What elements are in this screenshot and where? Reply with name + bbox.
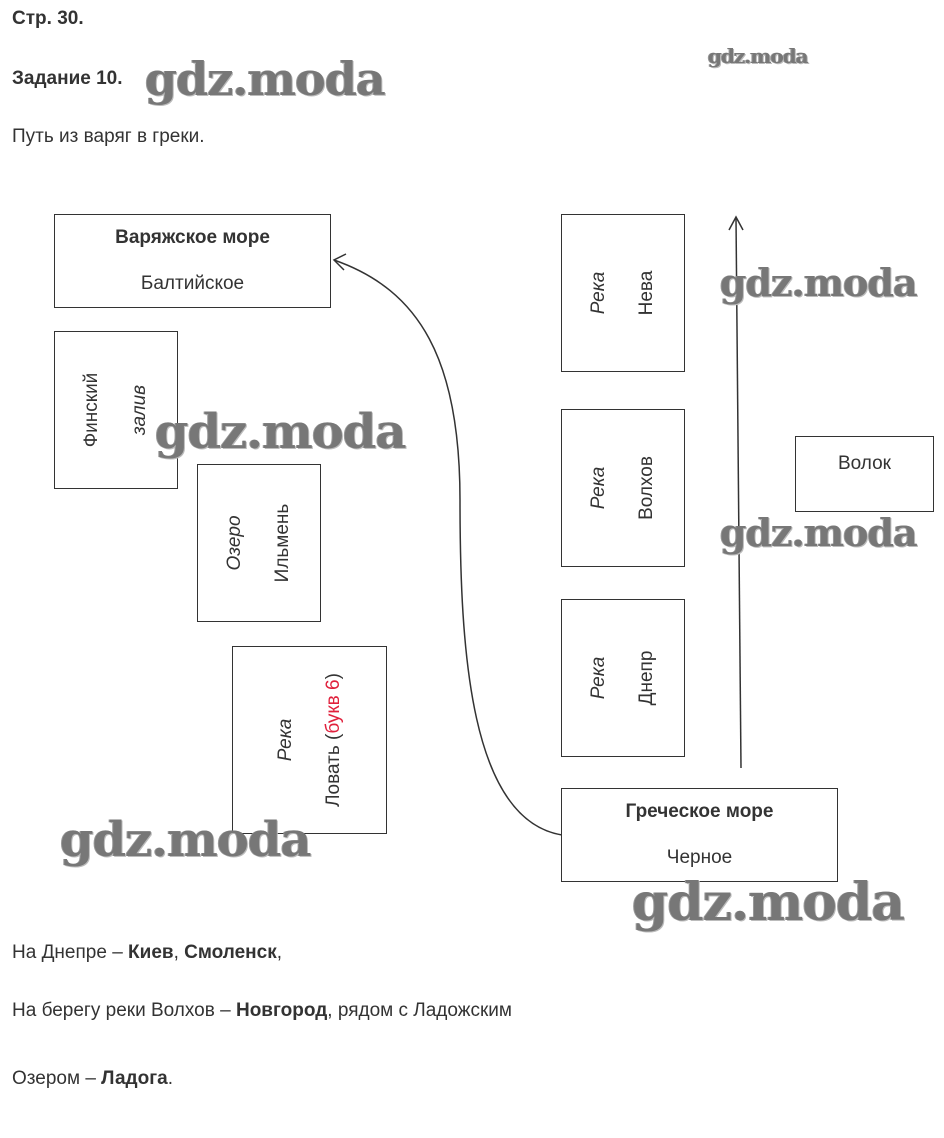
volkhov-box: Река Волхов [561,409,685,567]
city: Новгород [235,1000,328,1021]
varangian-sea-box: Варяжское море Балтийское [54,214,331,308]
watermark: gdz.moda [60,812,312,868]
page-number: Стр. 30. [12,8,84,29]
text: На Днепре – [12,942,129,963]
dnieper-box: Река Днепр [561,599,685,757]
box-answer: Ильмень [272,503,293,583]
text: Озером – [12,1068,102,1089]
paren: ) [322,673,344,680]
box-answer: Балтийское [140,273,245,294]
watermark: gdz.moda [720,510,918,555]
letter-hint: букв 6 [322,679,344,734]
watermark: gdz.moda [708,44,809,68]
city: Смоленск [184,942,277,963]
box-answer: Волок [837,453,891,474]
greek-sea-box: Греческое море Черное [561,788,838,882]
watermark: gdz.moda [632,872,905,933]
box-answer: Нева [636,270,657,316]
watermark: gdz.moda [155,404,407,460]
text: На берегу реки Волхов – [12,1000,236,1021]
lovat-box: Река Ловать (букв 6) [232,646,387,834]
portage-box: Волок [795,436,934,512]
task-title: Задание 10. [12,68,123,89]
watermark: gdz.moda [145,52,386,106]
arrow-head [332,253,347,271]
text: , [276,942,283,963]
neva-box: Река Нева [561,214,685,372]
box-label: Река [588,271,609,315]
text: , рядом с Ладожским [327,1000,512,1021]
arrow-head [728,215,744,231]
box-label: Река [588,656,609,700]
box-label: Река [588,466,609,510]
city: Киев [128,942,174,963]
text: , [173,942,185,963]
city: Ладога [101,1068,168,1089]
task-subtitle: Путь из варяг в греки. [12,126,205,147]
lake-box: Озеро Ильмень [197,464,321,622]
route-curve-arrow [333,259,563,836]
box-title: Варяжское море [115,227,270,248]
box-answer: Волхов [636,456,657,520]
box-answer: Днепр [636,650,657,706]
box-title: Греческое море [625,801,774,822]
answer-line-3: Озером – Ладога. [12,1068,173,1090]
watermark: gdz.moda [720,260,918,305]
north-arrow [735,217,742,769]
text: . [167,1068,173,1089]
box-label: Озеро [224,515,245,571]
box-label: Река [274,718,296,762]
answer-line-2: На берегу реки Волхов – Новгород, рядом … [12,1000,512,1022]
box-answer: Ловать ( [322,733,344,807]
box-answer: Черное [666,847,733,868]
answer-line-1: На Днепре – Киев, Смоленск, [12,942,282,964]
box-answer: Финский [81,372,102,448]
